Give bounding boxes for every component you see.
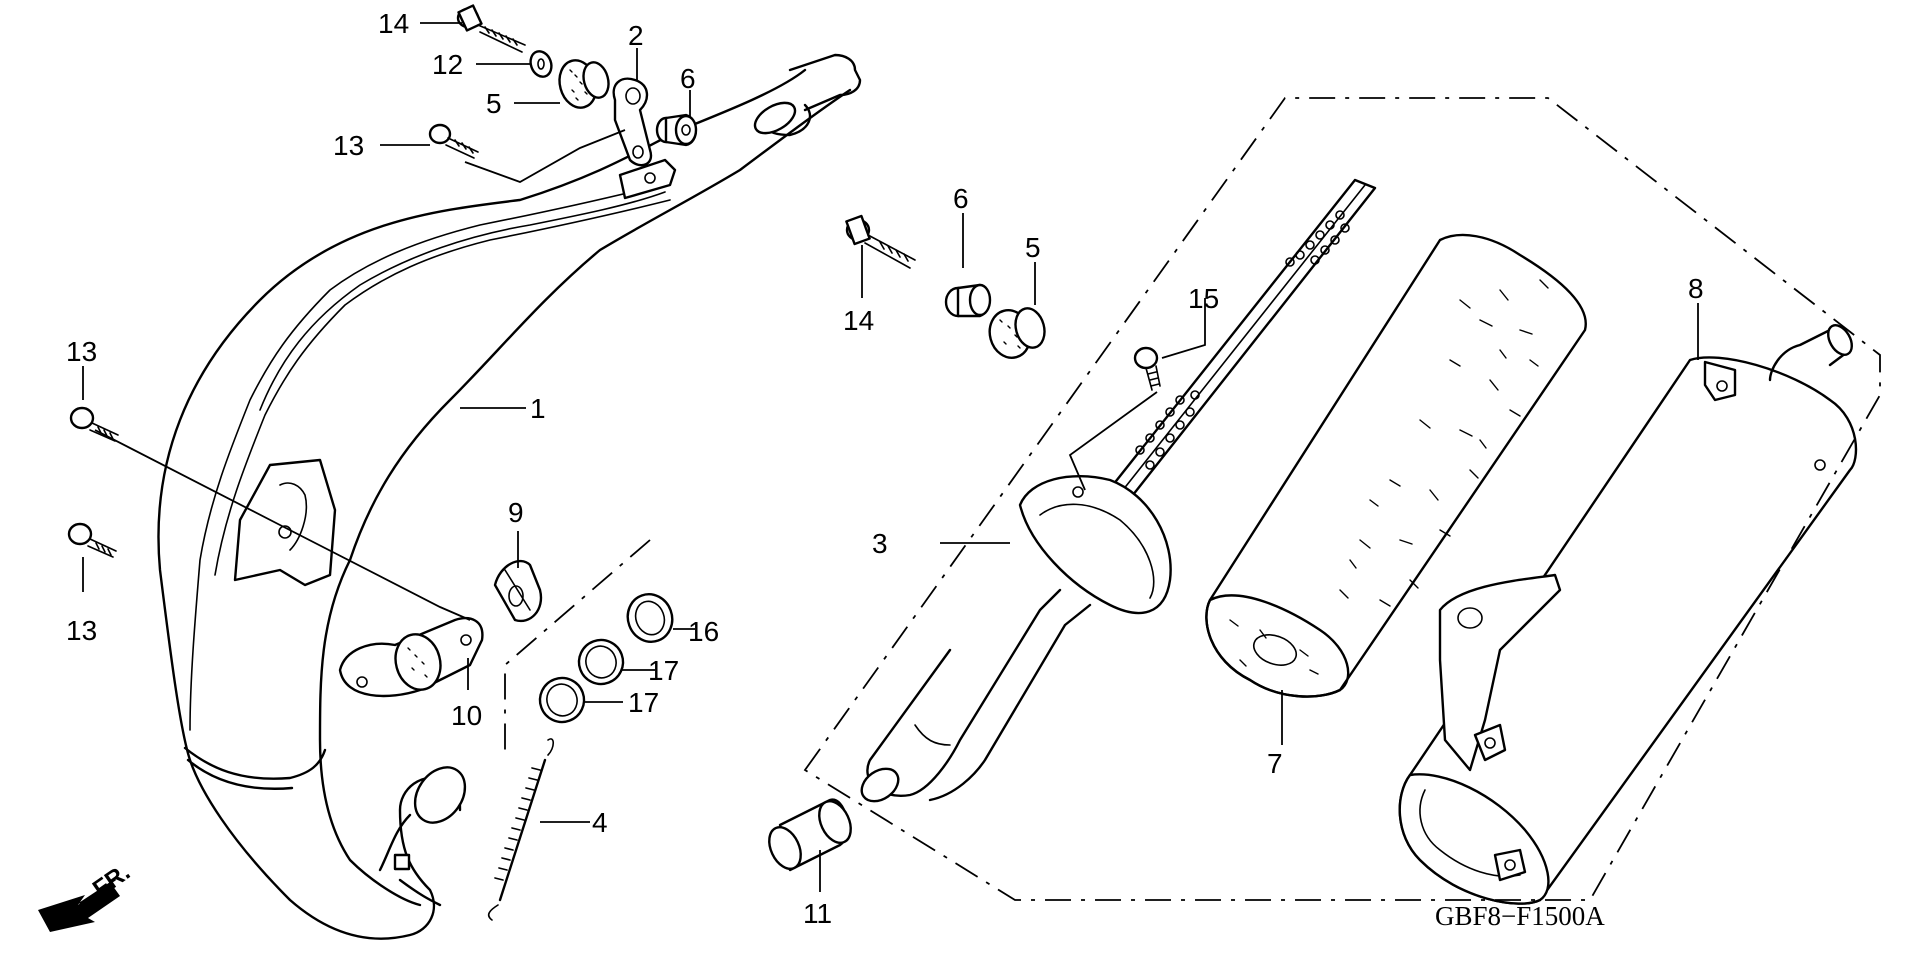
callout-13-top: 13 xyxy=(333,130,364,161)
spring-group-outline xyxy=(504,539,651,750)
callout-13-left-lower: 13 xyxy=(66,615,97,646)
collar-6-middle xyxy=(944,283,992,318)
callout-8: 8 xyxy=(1688,273,1704,304)
callout-17-lower: 17 xyxy=(628,687,659,718)
silencer-packing-7 xyxy=(1205,233,1587,698)
callout-1: 1 xyxy=(530,393,546,424)
ring-17-lower xyxy=(538,676,586,724)
muffler-assembly-outline xyxy=(803,97,1881,901)
leader-lines xyxy=(82,22,1699,892)
collar-11 xyxy=(768,798,852,872)
ring-16 xyxy=(626,593,674,643)
bracket-10 xyxy=(338,617,484,698)
expansion-chamber xyxy=(157,53,862,940)
bolt-13-left-lower xyxy=(67,522,117,558)
top-mount-hardware xyxy=(428,4,698,167)
bolt-13-top xyxy=(428,123,479,159)
grommet-9 xyxy=(493,559,543,623)
bolt-14-middle xyxy=(845,214,916,269)
callout-16: 16 xyxy=(688,616,719,647)
callout-13-left-upper: 13 xyxy=(66,336,97,367)
bolt-13-left-upper xyxy=(69,406,119,442)
washer-12 xyxy=(529,50,553,78)
callout-5-middle: 5 xyxy=(1025,232,1041,263)
callout-11: 11 xyxy=(803,898,832,929)
grommet-5-top xyxy=(558,59,610,109)
grommet-5-middle xyxy=(988,307,1046,359)
muffler-body-8 xyxy=(1398,324,1858,905)
bolt-14-top xyxy=(456,4,526,53)
callout-14-top: 14 xyxy=(378,8,409,39)
spring-4 xyxy=(487,738,555,921)
callout-numbers: 14 12 2 5 6 13 13 13 1 6 5 14 15 8 3 9 1… xyxy=(66,8,1704,929)
middle-mount-hardware xyxy=(845,214,1046,359)
callout-5-top: 5 xyxy=(486,88,502,119)
callout-14-middle: 14 xyxy=(843,305,874,336)
callout-10: 10 xyxy=(451,700,482,731)
bolt-15 xyxy=(1133,346,1161,391)
callout-9: 9 xyxy=(508,497,524,528)
callout-7: 7 xyxy=(1267,748,1283,779)
front-direction-arrow: FR. xyxy=(38,859,135,932)
callout-12: 12 xyxy=(432,49,463,80)
callout-15: 15 xyxy=(1188,283,1219,314)
ring-17-upper xyxy=(577,638,625,686)
callout-2: 2 xyxy=(628,20,644,51)
diagram-code: GBF8−F1500A xyxy=(1435,901,1605,931)
collar-6-top xyxy=(655,113,698,147)
silencer-inner-pipe-3 xyxy=(860,178,1377,803)
bracket-2 xyxy=(612,77,653,167)
callout-17-upper: 17 xyxy=(648,655,679,686)
callout-4: 4 xyxy=(592,807,608,838)
perforations xyxy=(1135,210,1350,470)
callout-3: 3 xyxy=(872,528,888,559)
callout-6-top: 6 xyxy=(680,63,696,94)
callout-6-middle: 6 xyxy=(953,183,969,214)
